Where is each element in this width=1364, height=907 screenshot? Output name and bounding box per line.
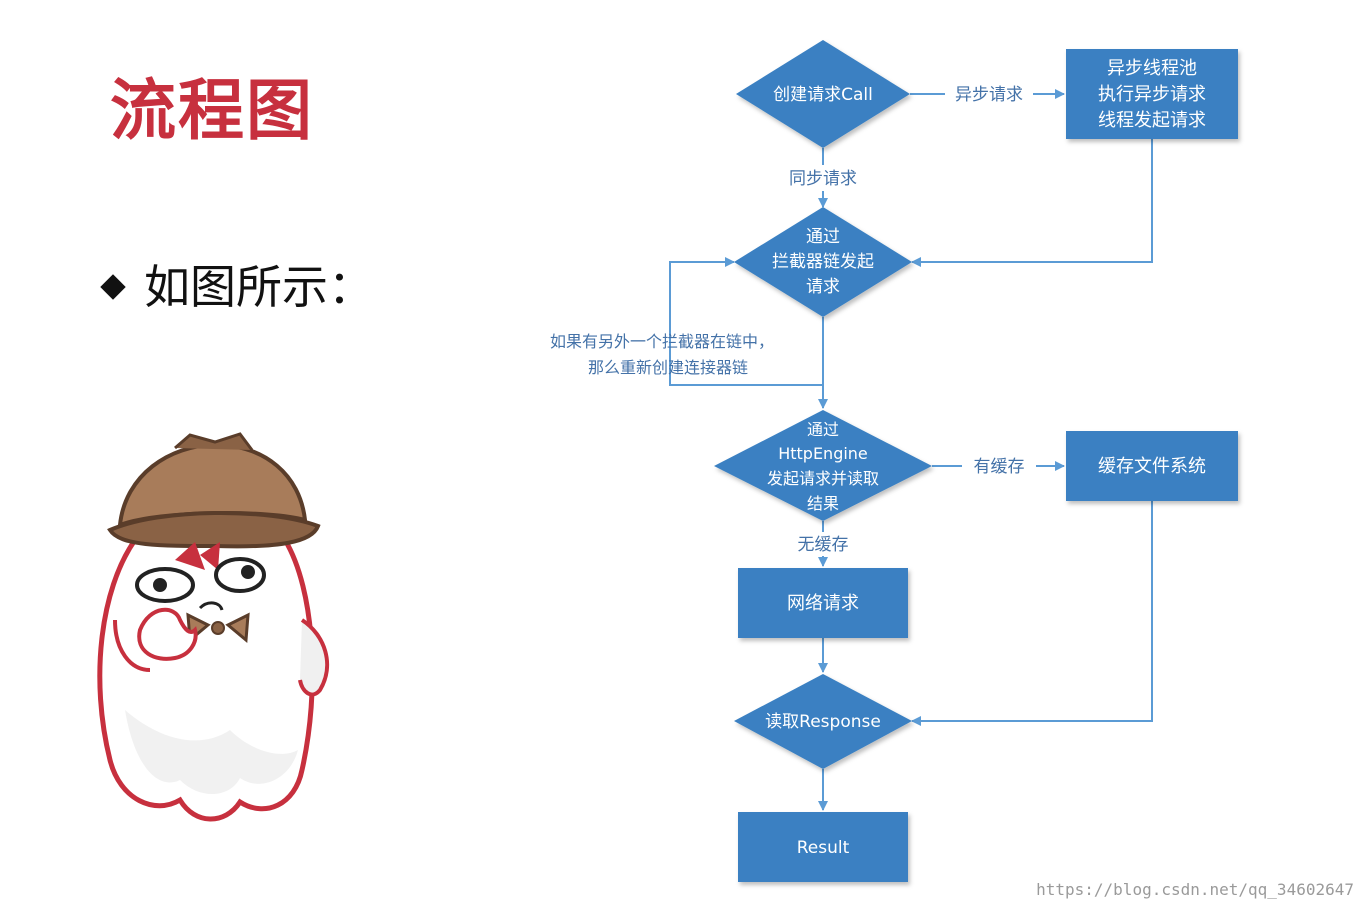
process-async-pool [1066,49,1238,139]
connector-pool-interceptor [911,139,1153,267]
async-pool-line-3: 线程发起请求 [1098,110,1206,131]
slide-title: 流程图 [110,72,314,149]
async-request-label: 异步请求 [955,85,1023,105]
has-cache-label: 有缓存 [974,457,1025,477]
create-call-label: 创建请求Call [773,85,873,105]
interceptor-line-2: 拦截器链发起 [772,252,874,272]
bullet-item: 如图所示： [100,260,374,314]
bullet-text: 如图所示： [144,260,374,314]
detective-mascot-illustration [97,432,330,822]
interceptor-line-1: 通过 [806,227,840,247]
process-result [738,812,908,882]
interceptor-line-3: 请求 [806,277,840,297]
no-cache-label: 无缓存 [798,535,849,555]
decision-read-response [734,674,912,769]
connector-fs-read [911,501,1153,726]
cache-fs-label: 缓存文件系统 [1098,456,1206,477]
decision-interceptor-chain [734,207,912,317]
decision-http-engine [714,410,932,521]
async-pool-line-2: 执行异步请求 [1098,84,1206,105]
process-network-request [738,568,908,638]
engine-line-1: 通过 [807,420,839,439]
decision-create-call [736,40,910,148]
sync-request-label: 同步请求 [789,169,857,189]
loop-note-line-1: 如果有另外一个拦截器在链中， [550,332,774,351]
watermark-url: https://blog.csdn.net/qq_34602647 [1036,880,1354,899]
process-cache-filesystem [1066,431,1238,501]
engine-line-2: HttpEngine [778,444,868,463]
connector-loop [669,257,823,386]
result-label: Result [797,838,850,858]
read-response-label: 读取Response [765,712,881,732]
loop-note-line-2: 那么重新创建连接器链 [588,358,748,377]
engine-line-3: 发起请求并读取 [767,469,879,488]
engine-line-4: 结果 [807,494,839,513]
async-pool-line-1: 异步线程池 [1107,58,1197,79]
network-request-label: 网络请求 [787,593,859,614]
